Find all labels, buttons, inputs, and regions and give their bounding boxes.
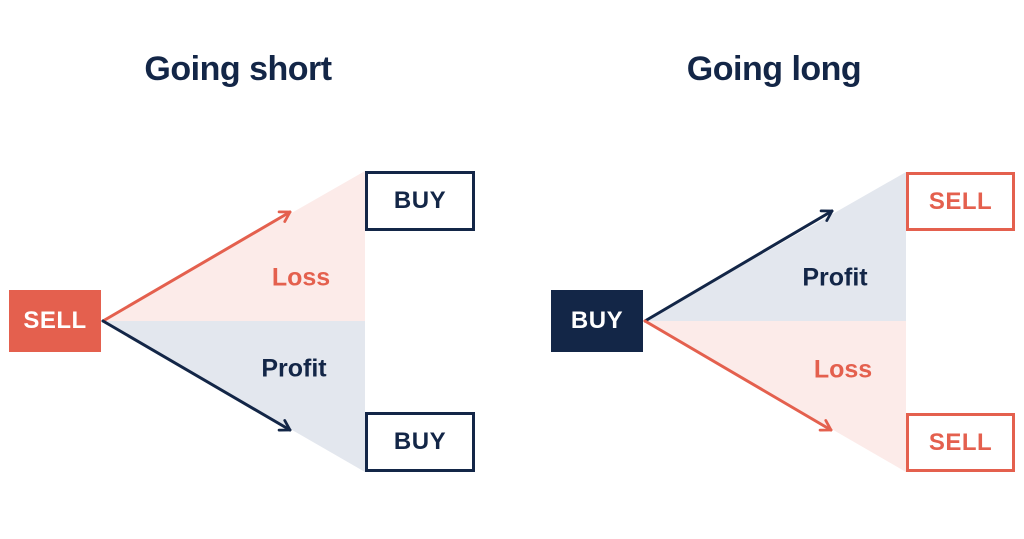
short-loss-label: Loss [271,263,331,292]
short-buy-bottom-label: BUY [393,428,447,455]
long-sell-top-label: SELL [928,187,993,215]
short-buy-top-label: BUY [393,187,447,214]
short-profit-label: Profit [261,354,327,383]
short-profit-arrow [101,319,292,432]
going-long-title: Going long [686,50,862,88]
long-profit-label: Profit [802,263,868,292]
long-profit-arrow [643,209,834,323]
long-sell-top-box: SELL [906,172,1015,231]
going-short-title: Going short [144,50,332,88]
short-buy-bottom-box: BUY [365,412,475,472]
long-sell-bottom-box: SELL [906,413,1015,472]
long-loss-label: Loss [813,355,873,384]
short-sell-origin-box: SELL [9,290,101,352]
short-loss-arrow [101,210,292,323]
short-sell-origin-label: SELL [23,307,87,334]
long-buy-origin-box: BUY [551,290,643,352]
long-loss-arrow [643,319,833,432]
long-sell-bottom-label: SELL [928,428,993,456]
short-buy-top-box: BUY [365,171,475,231]
long-buy-origin-label: BUY [570,307,624,334]
